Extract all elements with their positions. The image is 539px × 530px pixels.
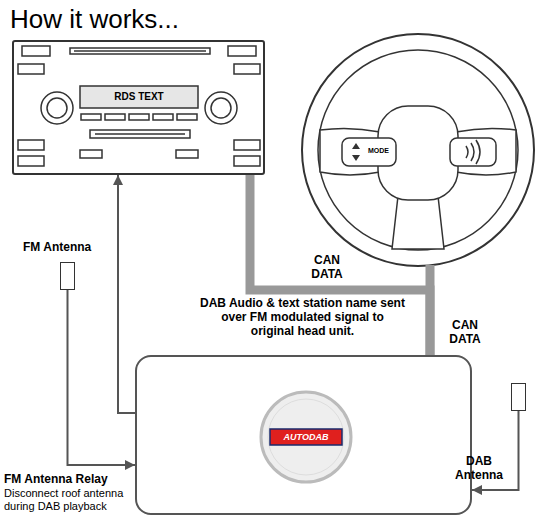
signal-wire — [118, 175, 135, 413]
head-unit-detail — [18, 46, 260, 166]
connector-label: CAN DATA — [306, 253, 348, 281]
note-text: Disconnect roof antenna during DAB playb… — [4, 487, 136, 513]
autodab-box: AUTODAB — [135, 355, 472, 515]
autodab-logo — [261, 392, 351, 482]
steering-wheel — [302, 34, 534, 266]
head-unit: RDS TEXT — [12, 40, 265, 175]
antenna-label: FM Antenna — [23, 239, 113, 255]
button-label: MODE — [362, 146, 395, 156]
diagram-title: How it works... — [10, 4, 179, 34]
antenna-box: FM Antenna — [60, 262, 75, 290]
can-bus-line — [426, 265, 435, 355]
steering-wheel: MODE — [301, 33, 535, 267]
logo-text: AUTODAB — [270, 429, 342, 445]
antenna-label: DAB Antenna — [450, 454, 508, 484]
display-text: RDS TEXT — [80, 86, 198, 108]
signal-wire — [68, 290, 136, 465]
antenna-box: DAB Antenna — [511, 383, 526, 411]
connector-label: DAB Audio & text station name sent over … — [200, 296, 405, 338]
connector-label: CAN DATA — [444, 318, 486, 346]
connector-label: FM Antenna Relay — [4, 472, 144, 486]
